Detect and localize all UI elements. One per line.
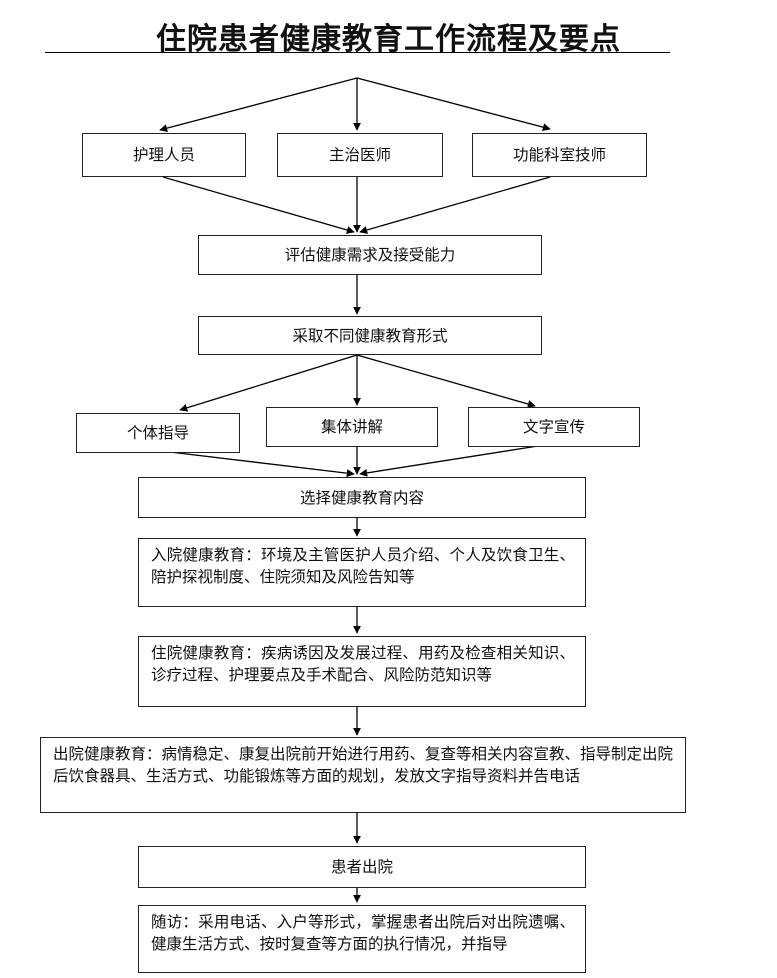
box-select-content: 选择健康教育内容 <box>138 477 586 518</box>
box-assess-needs: 评估健康需求及接受能力 <box>198 235 542 275</box>
arrow-individual-to-select <box>169 451 355 478</box>
box-nurse: 护理人员 <box>82 133 246 177</box>
box-education-forms: 采取不同健康教育形式 <box>198 316 542 355</box>
title-underline <box>45 52 670 53</box>
arrow-written-to-select <box>359 445 539 477</box>
box-written-promotion: 文字宣传 <box>468 407 640 447</box>
arrow-to-individual <box>179 354 358 412</box>
box-patient-discharged: 患者出院 <box>138 846 586 888</box>
arrow-technician-to-assess <box>359 176 551 234</box>
box-attending-doctor: 主治医师 <box>277 133 443 177</box>
arrow-to-technician <box>356 77 551 132</box>
page-title: 住院患者健康教育工作流程及要点 <box>156 22 621 57</box>
box-group-explanation: 集体讲解 <box>266 407 438 447</box>
arrow-to-written <box>356 354 536 408</box>
arrow-to-nurse <box>159 77 358 133</box>
box-hospitalization-education: 住院健康教育：疾病诱因及发展过程、用药及检查相关知识、诊疗过程、护理要点及手术配… <box>138 636 586 707</box>
box-admission-education: 入院健康教育：环境及主管医护人员介绍、个人及饮食卫生、陪护探视制度、住院须知及风… <box>138 538 586 607</box>
box-discharge-education: 出院健康教育：病情稳定、康复出院前开始进行用药、复查等相关内容宣教、指导制定出院… <box>40 737 686 813</box>
arrow-nurse-to-assess <box>162 176 355 234</box>
box-individual-guidance: 个体指导 <box>76 413 240 453</box>
box-technician: 功能科室技师 <box>472 133 647 177</box>
box-follow-up: 随访：采用电话、入户等形式，掌握患者出院后对出院遗嘱、健康生活方式、按时复查等方… <box>138 905 586 973</box>
